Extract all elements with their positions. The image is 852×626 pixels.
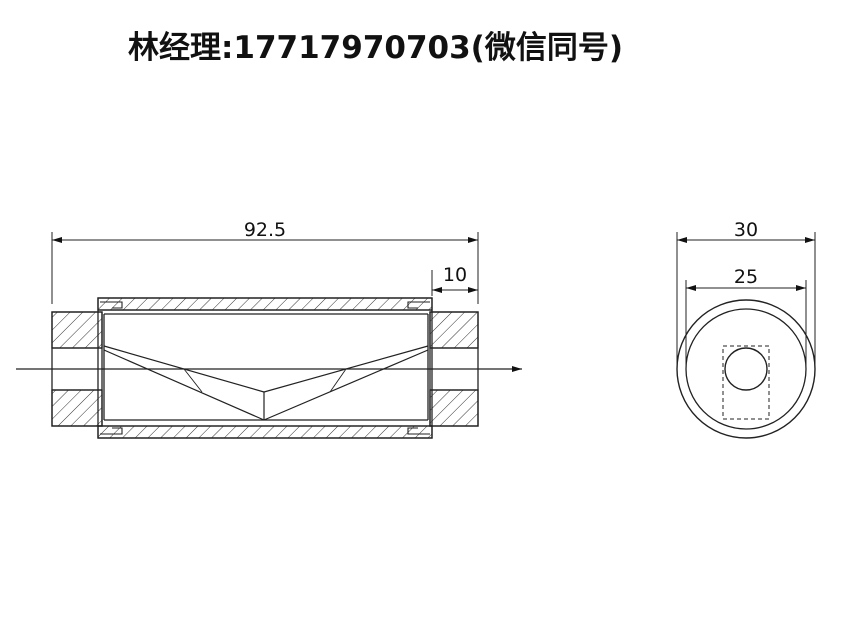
dim-label-inner-diameter: 25 — [734, 266, 758, 288]
end-view-extension-lines — [676, 232, 816, 369]
dim-label-overall-length: 92.5 — [244, 219, 286, 241]
dimension-end-length: 10 — [432, 264, 478, 293]
dimension-overall-length: 92.5 — [52, 219, 478, 243]
outer-circle — [676, 299, 816, 439]
dimension-outer-diameter: 30 — [677, 219, 815, 243]
tube-clips — [100, 301, 430, 435]
hidden-outline — [722, 345, 770, 420]
contact-header: 林经理:17717970703(微信同号) — [128, 30, 624, 66]
side-view — [51, 297, 479, 439]
right-end-fitting — [429, 311, 479, 427]
tube-wall — [97, 297, 433, 439]
end-view — [676, 299, 816, 439]
left-end-fitting — [51, 311, 103, 427]
dim-label-end-length: 10 — [443, 264, 467, 286]
v-element — [103, 345, 429, 421]
bore-circle — [724, 347, 768, 391]
extension-lines — [51, 232, 479, 304]
dimension-inner-diameter: 25 — [686, 266, 806, 291]
dim-label-outer-diameter: 30 — [734, 219, 758, 241]
inner-circle — [685, 308, 807, 430]
